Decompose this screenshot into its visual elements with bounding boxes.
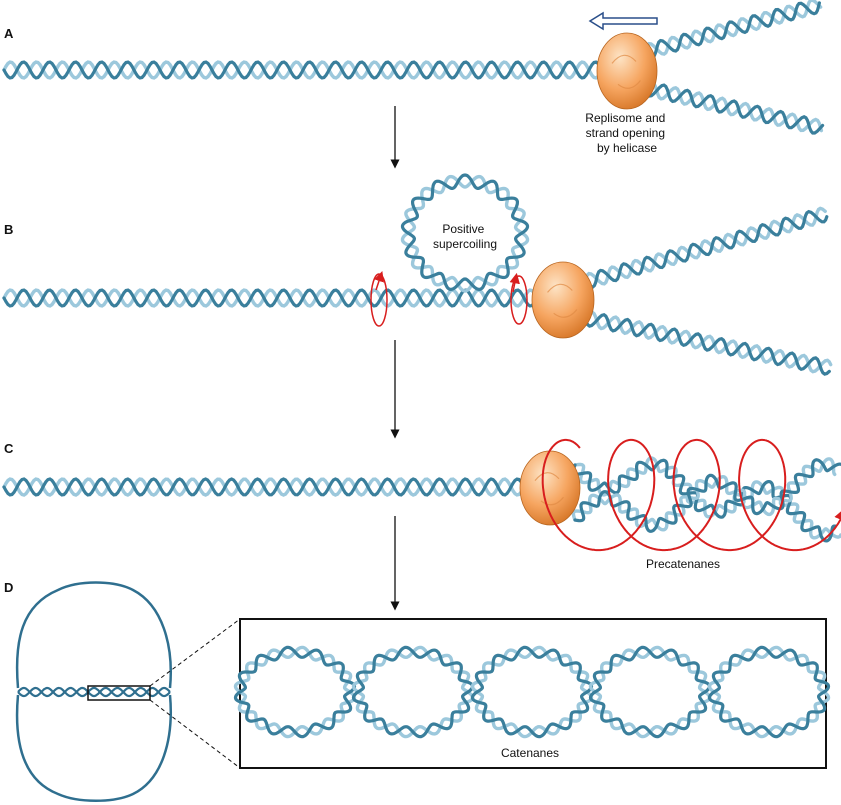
- replisome-caption: Replisome and strand opening by helicase: [585, 111, 668, 155]
- chromosome-top-loop: [15, 581, 172, 689]
- zoom-guide-top: [149, 618, 241, 687]
- catenanes-caption: Catenanes: [501, 746, 559, 760]
- panel-a: Replisome and strand opening by helicase: [2, 0, 825, 155]
- catenane-ring: [588, 645, 712, 739]
- panel-d: Catenanes: [15, 581, 831, 802]
- catenane-ring: [233, 645, 357, 739]
- daughter-duplex-c-top: [571, 456, 841, 543]
- daughter-duplex-a-bottom: [643, 80, 825, 135]
- daughter-duplex-c-bottom: [571, 457, 841, 533]
- daughter-duplex-a-top: [643, 0, 823, 59]
- panel-c: Precatenanes: [2, 438, 841, 571]
- panel-b: Positive supercoiling: [2, 173, 833, 376]
- zoom-guide-bottom: [149, 699, 241, 769]
- daughter-duplex-b-bottom: [583, 310, 833, 376]
- replisome-a: [596, 32, 658, 110]
- replisome-caption-line-1: Replisome and: [585, 111, 665, 125]
- zoom-region-box: [87, 685, 151, 701]
- direction-arrow-icon: [588, 11, 658, 31]
- panel-d-label: D: [4, 580, 13, 595]
- rotation-arrow-icon: [370, 271, 388, 327]
- catenane-ring: [351, 645, 475, 739]
- panel-a-label: A: [4, 26, 14, 41]
- panel-c-label: C: [4, 441, 14, 456]
- supercoiling-caption-line-2: supercoiling: [433, 237, 497, 251]
- replisome-c: [519, 450, 581, 526]
- catenane-chain: [233, 645, 831, 739]
- precatenane-coil: [541, 438, 841, 552]
- parental-duplex-a: [2, 60, 602, 80]
- replisome-b: [531, 261, 595, 339]
- rotation-arrow-icon: [509, 272, 528, 325]
- daughter-duplex-b-top: [583, 206, 829, 289]
- replisome-caption-line-2: strand opening: [586, 126, 665, 140]
- chromosome-bottom-loop: [15, 694, 172, 802]
- precatenanes-caption: Precatenanes: [646, 557, 720, 571]
- catenated-junction: [17, 686, 171, 698]
- parental-duplex-c: [2, 477, 527, 497]
- catenane-ring: [470, 645, 594, 739]
- replisome-caption-line-3: by helicase: [597, 141, 657, 155]
- supercoiling-caption-line-1: Positive: [442, 222, 484, 236]
- panel-b-label: B: [4, 222, 13, 237]
- supercoiling-caption: Positive supercoiling: [433, 222, 497, 251]
- catenane-ring: [707, 645, 831, 739]
- parental-duplex-b: [2, 288, 542, 308]
- supercoil-loop: [400, 173, 530, 293]
